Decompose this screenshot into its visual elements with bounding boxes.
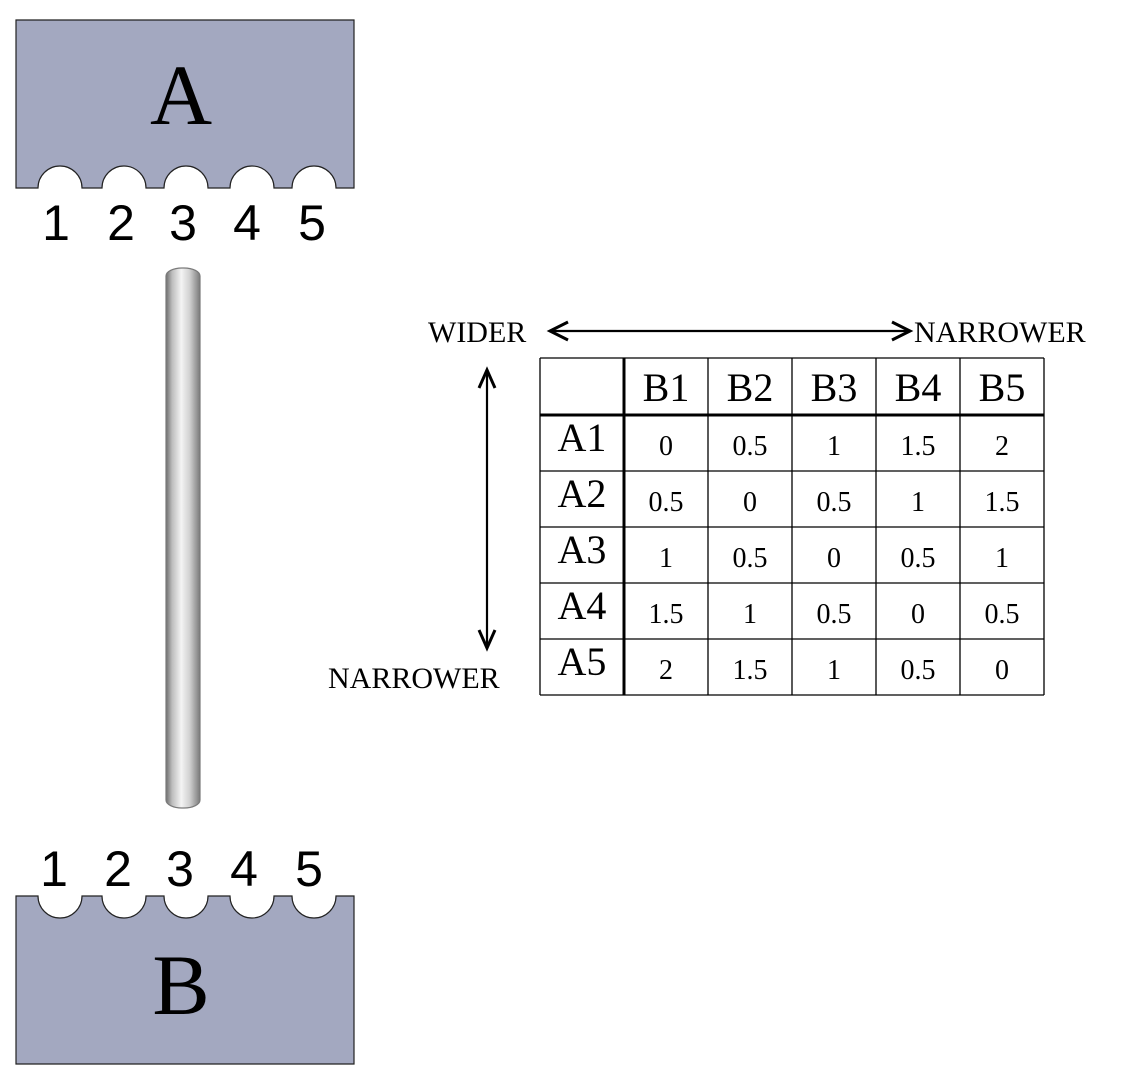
block-b-slot-2: 2 bbox=[104, 841, 132, 897]
axis-bottom-label: NARROWER bbox=[328, 662, 500, 695]
rod bbox=[165, 267, 201, 809]
block-b-slot-5: 5 bbox=[295, 841, 323, 897]
block-b-slot-3: 3 bbox=[166, 841, 194, 897]
block-b: 1 2 3 4 5 B bbox=[15, 841, 355, 1065]
table-row-header: A3 bbox=[558, 527, 607, 572]
table-cell: 0 bbox=[827, 543, 841, 574]
table-cell: 1.5 bbox=[649, 599, 684, 630]
table-cell: 1 bbox=[659, 543, 673, 574]
table-cell: 0.5 bbox=[901, 655, 936, 686]
table-cell: 1 bbox=[995, 543, 1009, 574]
block-a-slot-1: 1 bbox=[42, 195, 70, 251]
table-cell: 0 bbox=[659, 431, 673, 462]
block-b-slot-4: 4 bbox=[230, 841, 258, 897]
arrow-down-icon bbox=[477, 629, 497, 652]
block-a-label: A bbox=[150, 47, 212, 143]
table-cell: 0.5 bbox=[817, 487, 852, 518]
table-cell: 1.5 bbox=[901, 431, 936, 462]
table-cell: 0.5 bbox=[817, 599, 852, 630]
arrow-up-icon bbox=[477, 366, 497, 389]
table-column-header: B2 bbox=[727, 365, 774, 410]
table-cell: 1 bbox=[911, 487, 925, 518]
axis-right-label: NARROWER bbox=[914, 316, 1086, 349]
table-row-header: A1 bbox=[558, 415, 607, 460]
block-a-shape bbox=[15, 19, 355, 189]
table-row-header: A4 bbox=[558, 583, 607, 628]
table-cell: 1 bbox=[743, 599, 757, 630]
table-cell: 0 bbox=[743, 487, 757, 518]
arrow-right-icon bbox=[891, 320, 914, 342]
table-row-header: A2 bbox=[558, 471, 607, 516]
table-cell: 0.5 bbox=[733, 543, 768, 574]
horizontal-axis: WIDER NARROWER bbox=[428, 316, 1086, 349]
table-cell: 0.5 bbox=[649, 487, 684, 518]
table-cell: 0 bbox=[911, 599, 925, 630]
table-cell: 0 bbox=[995, 655, 1009, 686]
block-a-slot-4: 4 bbox=[233, 195, 261, 251]
table-cell: 1 bbox=[827, 431, 841, 462]
table-cell: 2 bbox=[659, 655, 673, 686]
block-a-slot-3: 3 bbox=[169, 195, 197, 251]
rod-body bbox=[165, 267, 201, 809]
table-column-header: B4 bbox=[895, 365, 942, 410]
block-b-shape bbox=[15, 895, 355, 1065]
arrow-left-icon bbox=[546, 320, 569, 342]
axis-left-label: WIDER bbox=[428, 316, 526, 349]
table-column-header: B1 bbox=[643, 365, 690, 410]
block-a: A bbox=[15, 19, 355, 189]
block-b-slot-1: 1 bbox=[40, 841, 68, 897]
block-a-slot-numbers: 1 2 3 4 5 bbox=[42, 195, 326, 251]
table-cell: 0.5 bbox=[985, 599, 1020, 630]
table-row-header: A5 bbox=[558, 639, 607, 684]
block-b-label: B bbox=[152, 937, 209, 1033]
vertical-axis: NARROWER bbox=[328, 366, 500, 695]
table-column-header: B5 bbox=[979, 365, 1026, 410]
table-cell: 1 bbox=[827, 655, 841, 686]
table-cell: 0.5 bbox=[733, 431, 768, 462]
block-a-slot-5: 5 bbox=[298, 195, 326, 251]
table-column-header: B3 bbox=[811, 365, 858, 410]
table-cell: 1.5 bbox=[733, 655, 768, 686]
block-a-slot-2: 2 bbox=[107, 195, 135, 251]
table-cell: 0.5 bbox=[901, 543, 936, 574]
table-cell: 2 bbox=[995, 431, 1009, 462]
table-cell: 1.5 bbox=[985, 487, 1020, 518]
